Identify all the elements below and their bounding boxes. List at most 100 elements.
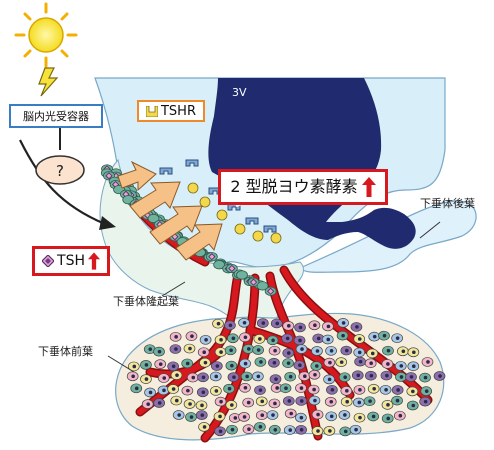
cell-nucleus (204, 338, 208, 342)
cell-nucleus (271, 338, 275, 342)
cell-nucleus (217, 322, 221, 326)
cell-nucleus (396, 336, 400, 340)
cell-nucleus (216, 364, 220, 368)
cell-nucleus (312, 388, 316, 392)
cell-nucleus (229, 324, 233, 328)
pars-tuberalis-label: 下垂体隆起葉 (113, 296, 179, 307)
cell-nucleus (402, 349, 406, 353)
cell-nucleus (327, 325, 331, 329)
cell-nucleus (313, 373, 317, 377)
cell-nucleus (260, 400, 264, 404)
cell-nucleus (186, 389, 190, 393)
cell-nucleus (177, 413, 181, 417)
cell-nucleus (316, 349, 320, 353)
cell-nucleus (313, 399, 317, 403)
cell-nucleus (386, 403, 390, 407)
cell-nucleus (260, 413, 264, 417)
cell-nucleus (287, 361, 291, 365)
cell-nucleus (200, 413, 204, 417)
cell-nucleus (343, 413, 347, 417)
cell-nucleus (386, 362, 390, 366)
cell-nucleus (355, 325, 359, 329)
cell-nucleus (186, 362, 190, 366)
cell-nucleus (396, 388, 400, 392)
cell-nucleus (274, 428, 278, 432)
cell-nucleus (243, 415, 247, 419)
cell-nucleus (316, 429, 320, 433)
cell-nucleus (396, 399, 400, 403)
cell-nucleus (411, 390, 415, 394)
cell-nucleus (244, 386, 248, 390)
unknown-signal-text: ? (56, 162, 64, 180)
cell-nucleus (385, 374, 389, 378)
cell-nucleus (190, 415, 194, 419)
cell-nucleus (214, 375, 218, 379)
cell-nucleus (148, 347, 152, 351)
cell-nucleus (275, 386, 279, 390)
cell-nucleus (188, 347, 192, 351)
cell-nucleus (202, 375, 206, 379)
cell-nucleus (370, 374, 374, 378)
cell-nucleus (191, 376, 195, 380)
cell-nucleus (257, 348, 261, 352)
cell-nucleus (204, 361, 208, 365)
cell-nucleus (386, 417, 390, 421)
cell-nucleus (234, 416, 238, 420)
cell-nucleus (341, 334, 345, 338)
cell-nucleus (438, 374, 442, 378)
cell-nucleus (286, 337, 290, 341)
cell-nucleus (174, 335, 178, 339)
cell-nucleus (231, 428, 235, 432)
tsh-cell-icon (42, 255, 54, 267)
cell-nucleus (358, 351, 362, 355)
up-arrow-icon (362, 177, 376, 197)
cell-nucleus (317, 337, 321, 341)
cell-nucleus (328, 429, 332, 433)
cell-nucleus (344, 430, 348, 434)
up-arrow-icon (88, 252, 100, 270)
cell-nucleus (345, 389, 349, 393)
tshr-receptor-icon (146, 106, 158, 117)
cell-nucleus (262, 321, 266, 325)
cell-nucleus (300, 386, 304, 390)
cell-nucleus (244, 362, 248, 366)
cell-nucleus (358, 388, 362, 392)
dio2-label: 2 型脱ヨウ素酵素 (230, 179, 357, 195)
cell-nucleus (316, 413, 320, 417)
cell-nucleus (358, 337, 362, 341)
cell-nucleus (289, 375, 293, 379)
cell-nucleus (330, 414, 334, 418)
cell-nucleus (313, 323, 317, 327)
cell-nucleus (287, 324, 291, 328)
cell-nucleus (274, 377, 278, 381)
tshr-label: TSHR (161, 105, 196, 118)
cell-nucleus (368, 399, 372, 403)
cell-nucleus (158, 350, 162, 354)
cell-nucleus (275, 322, 279, 326)
cell-nucleus (399, 364, 403, 368)
cell-nucleus (288, 428, 292, 432)
cell-nucleus (372, 387, 376, 391)
cell-nucleus (300, 347, 304, 351)
cell-nucleus (299, 326, 303, 330)
cell-nucleus (373, 335, 377, 339)
cell-nucleus (383, 334, 387, 338)
cell-nucleus (218, 415, 222, 419)
cell-nucleus (298, 363, 302, 367)
cell-nucleus (426, 360, 430, 364)
cell-nucleus (219, 429, 223, 433)
cell-nucleus (232, 336, 236, 340)
cell-nucleus (259, 360, 263, 364)
cell-nucleus (247, 347, 251, 351)
sun-icon (16, 4, 76, 66)
cell-nucleus (369, 361, 373, 365)
anterior-pituitary-label: 下垂体前葉 (38, 346, 93, 357)
cell-nucleus (359, 360, 363, 364)
cell-nucleus (303, 374, 307, 378)
cell-nucleus (326, 338, 330, 342)
cell-nucleus (159, 362, 163, 366)
tsh-label: TSH (57, 254, 85, 268)
cell-nucleus (273, 402, 277, 406)
cell-nucleus (273, 361, 277, 365)
